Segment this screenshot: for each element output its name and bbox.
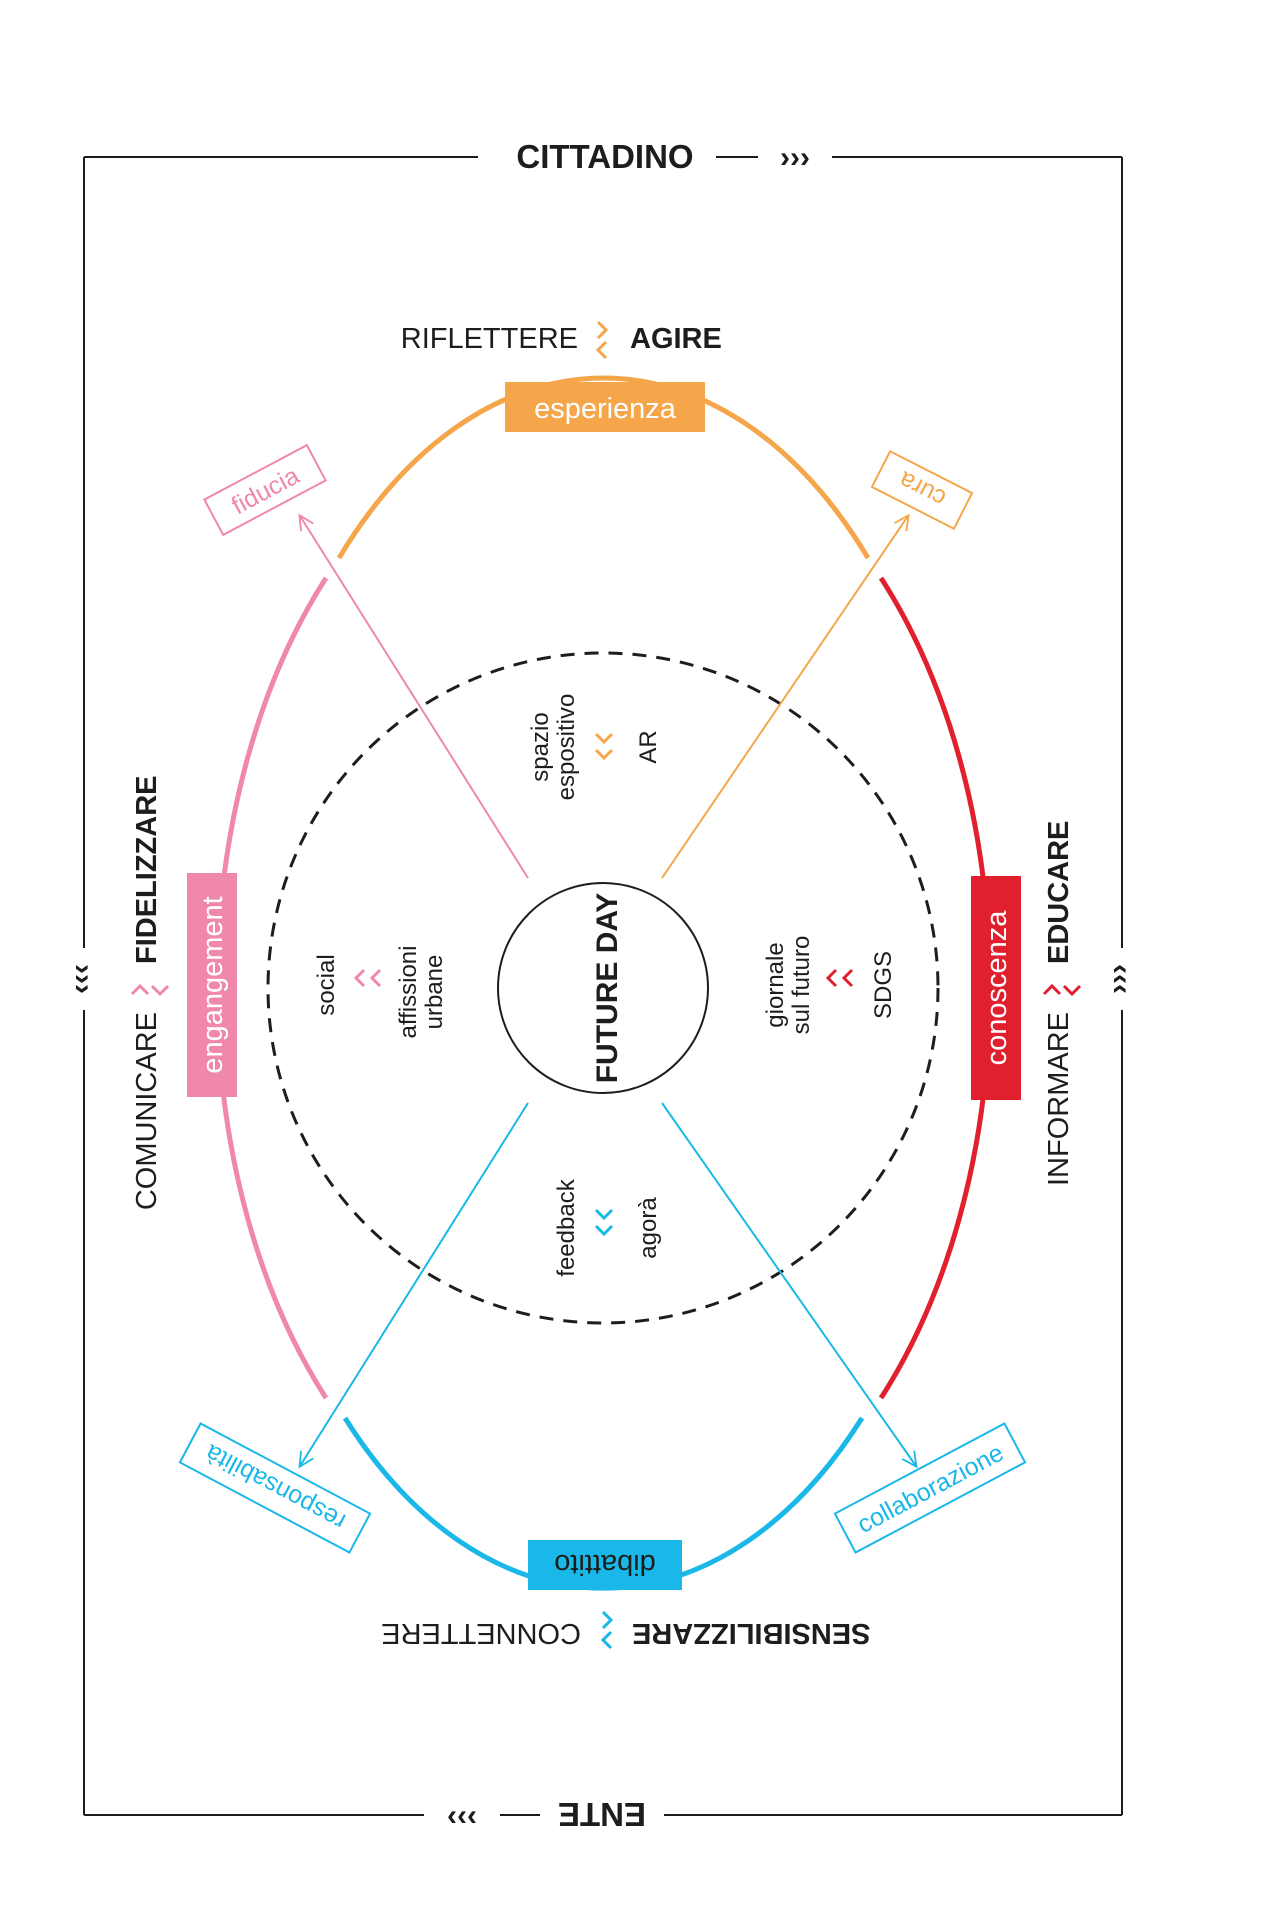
dibattito-label: dibattito bbox=[554, 1548, 656, 1580]
frame-bottom-arrows: ‹‹‹ bbox=[447, 1799, 477, 1832]
channel-left: social affissioni urbane bbox=[313, 946, 448, 1039]
channel-social: social bbox=[313, 954, 340, 1015]
verb-connettere: CONNETTERE bbox=[381, 1617, 581, 1649]
verb-informare: INFORMARE bbox=[1043, 1012, 1075, 1186]
quadrant-engangement: engangement bbox=[187, 873, 237, 1097]
chevron-icon bbox=[353, 968, 382, 988]
center-label: FUTURE DAY bbox=[591, 893, 624, 1084]
quadrant-conoscenza: conoscenza bbox=[971, 876, 1021, 1100]
axis-top: RIFLETTERE AGIRE bbox=[401, 320, 722, 360]
channel-feedback: feedback bbox=[553, 1178, 580, 1276]
center-node: FUTURE DAY bbox=[497, 882, 709, 1094]
arrow-to-collaborazione bbox=[661, 1102, 916, 1466]
arrow-to-responsabilita bbox=[300, 1102, 529, 1466]
fiducia-box bbox=[203, 443, 327, 537]
chevron-icon bbox=[594, 1208, 614, 1237]
frame-left-arrows: ››› bbox=[67, 964, 100, 994]
inner-dashed-circle bbox=[266, 651, 940, 1325]
chevron-icon bbox=[130, 983, 170, 997]
quadrant-esperienza: esperienza bbox=[505, 382, 705, 432]
chevron-icon bbox=[595, 320, 609, 360]
corner-fiducia: fiducia bbox=[203, 443, 327, 537]
quadrant-dibattito: dibattito bbox=[528, 1540, 682, 1590]
chevron-icon bbox=[594, 732, 614, 761]
axis-right: INFORMARE EDUCARE bbox=[1042, 821, 1082, 1186]
channel-sdgs: SDGS bbox=[870, 951, 897, 1019]
collaborazione-box bbox=[833, 1422, 1027, 1554]
esperienza-box bbox=[505, 382, 705, 432]
frame-top-label: CITTADINO bbox=[516, 138, 693, 175]
arc-top-orange bbox=[336, 375, 871, 560]
dibattito-box bbox=[528, 1540, 682, 1590]
conoscenza-label: conoscenza bbox=[981, 910, 1013, 1066]
responsabilita-box bbox=[178, 1422, 372, 1554]
chevron-icon bbox=[825, 968, 854, 988]
verb-comunicare: COMUNICARE bbox=[131, 1012, 163, 1210]
corner-collaborazione: collaborazione bbox=[833, 1422, 1027, 1554]
outer-frame: CITTADINO ››› ENTE ‹‹‹ ››› ‹‹‹ bbox=[67, 138, 1138, 1833]
conoscenza-box bbox=[971, 876, 1021, 1100]
verb-sensibilizzare: SENSIBILIZZARE bbox=[632, 1617, 870, 1649]
arrow-to-cura bbox=[661, 516, 908, 879]
engangement-label: engangement bbox=[197, 896, 229, 1073]
verb-agire: AGIRE bbox=[630, 323, 722, 355]
cura-box bbox=[870, 449, 974, 531]
channel-top: spazio espositivo AR bbox=[527, 694, 662, 801]
arrow-to-fiducia bbox=[300, 516, 529, 879]
center-circle bbox=[497, 882, 709, 1094]
channel-affissioni: affissioni bbox=[395, 946, 422, 1039]
channel-urbane: urbane bbox=[421, 955, 448, 1030]
engangement-box bbox=[187, 873, 237, 1097]
channel-ar: AR bbox=[635, 730, 662, 763]
esperienza-label: esperienza bbox=[534, 393, 677, 425]
channel-espositivo: espositivo bbox=[553, 694, 580, 801]
frame-right-arrows: ‹‹‹ bbox=[1105, 964, 1138, 994]
diagonal-arrows bbox=[300, 516, 916, 1466]
channel-bottom: feedback agorà bbox=[553, 1178, 662, 1276]
chevron-icon bbox=[1042, 983, 1082, 997]
verb-riflettere: RIFLETTERE bbox=[401, 323, 578, 355]
corner-responsabilita: responsabilità bbox=[178, 1422, 372, 1554]
channel-sul-futuro: sul futuro bbox=[788, 936, 815, 1035]
verb-educare: EDUCARE bbox=[1043, 821, 1075, 964]
channel-right: giornale sul futuro SDGS bbox=[762, 936, 897, 1035]
channel-agora: agorà bbox=[635, 1197, 662, 1259]
frame-bottom-label: ENTE bbox=[558, 1796, 646, 1833]
channel-giornale: giornale bbox=[762, 942, 789, 1027]
axis-bottom: SENSIBILIZZARE CONNETTERE bbox=[381, 1610, 870, 1650]
axis-left: COMUNICARE FIDELIZZARE bbox=[130, 776, 170, 1210]
channel-spazio: spazio bbox=[527, 712, 554, 781]
chevron-icon bbox=[600, 1610, 614, 1650]
corner-cura: cura bbox=[870, 449, 974, 531]
verb-fidelizzare: FIDELIZZARE bbox=[131, 776, 163, 965]
frame-top-arrows: ››› bbox=[780, 141, 810, 174]
responsabilita-label: responsabilità bbox=[201, 1439, 350, 1536]
collaborazione-label: collaborazione bbox=[853, 1439, 1008, 1539]
